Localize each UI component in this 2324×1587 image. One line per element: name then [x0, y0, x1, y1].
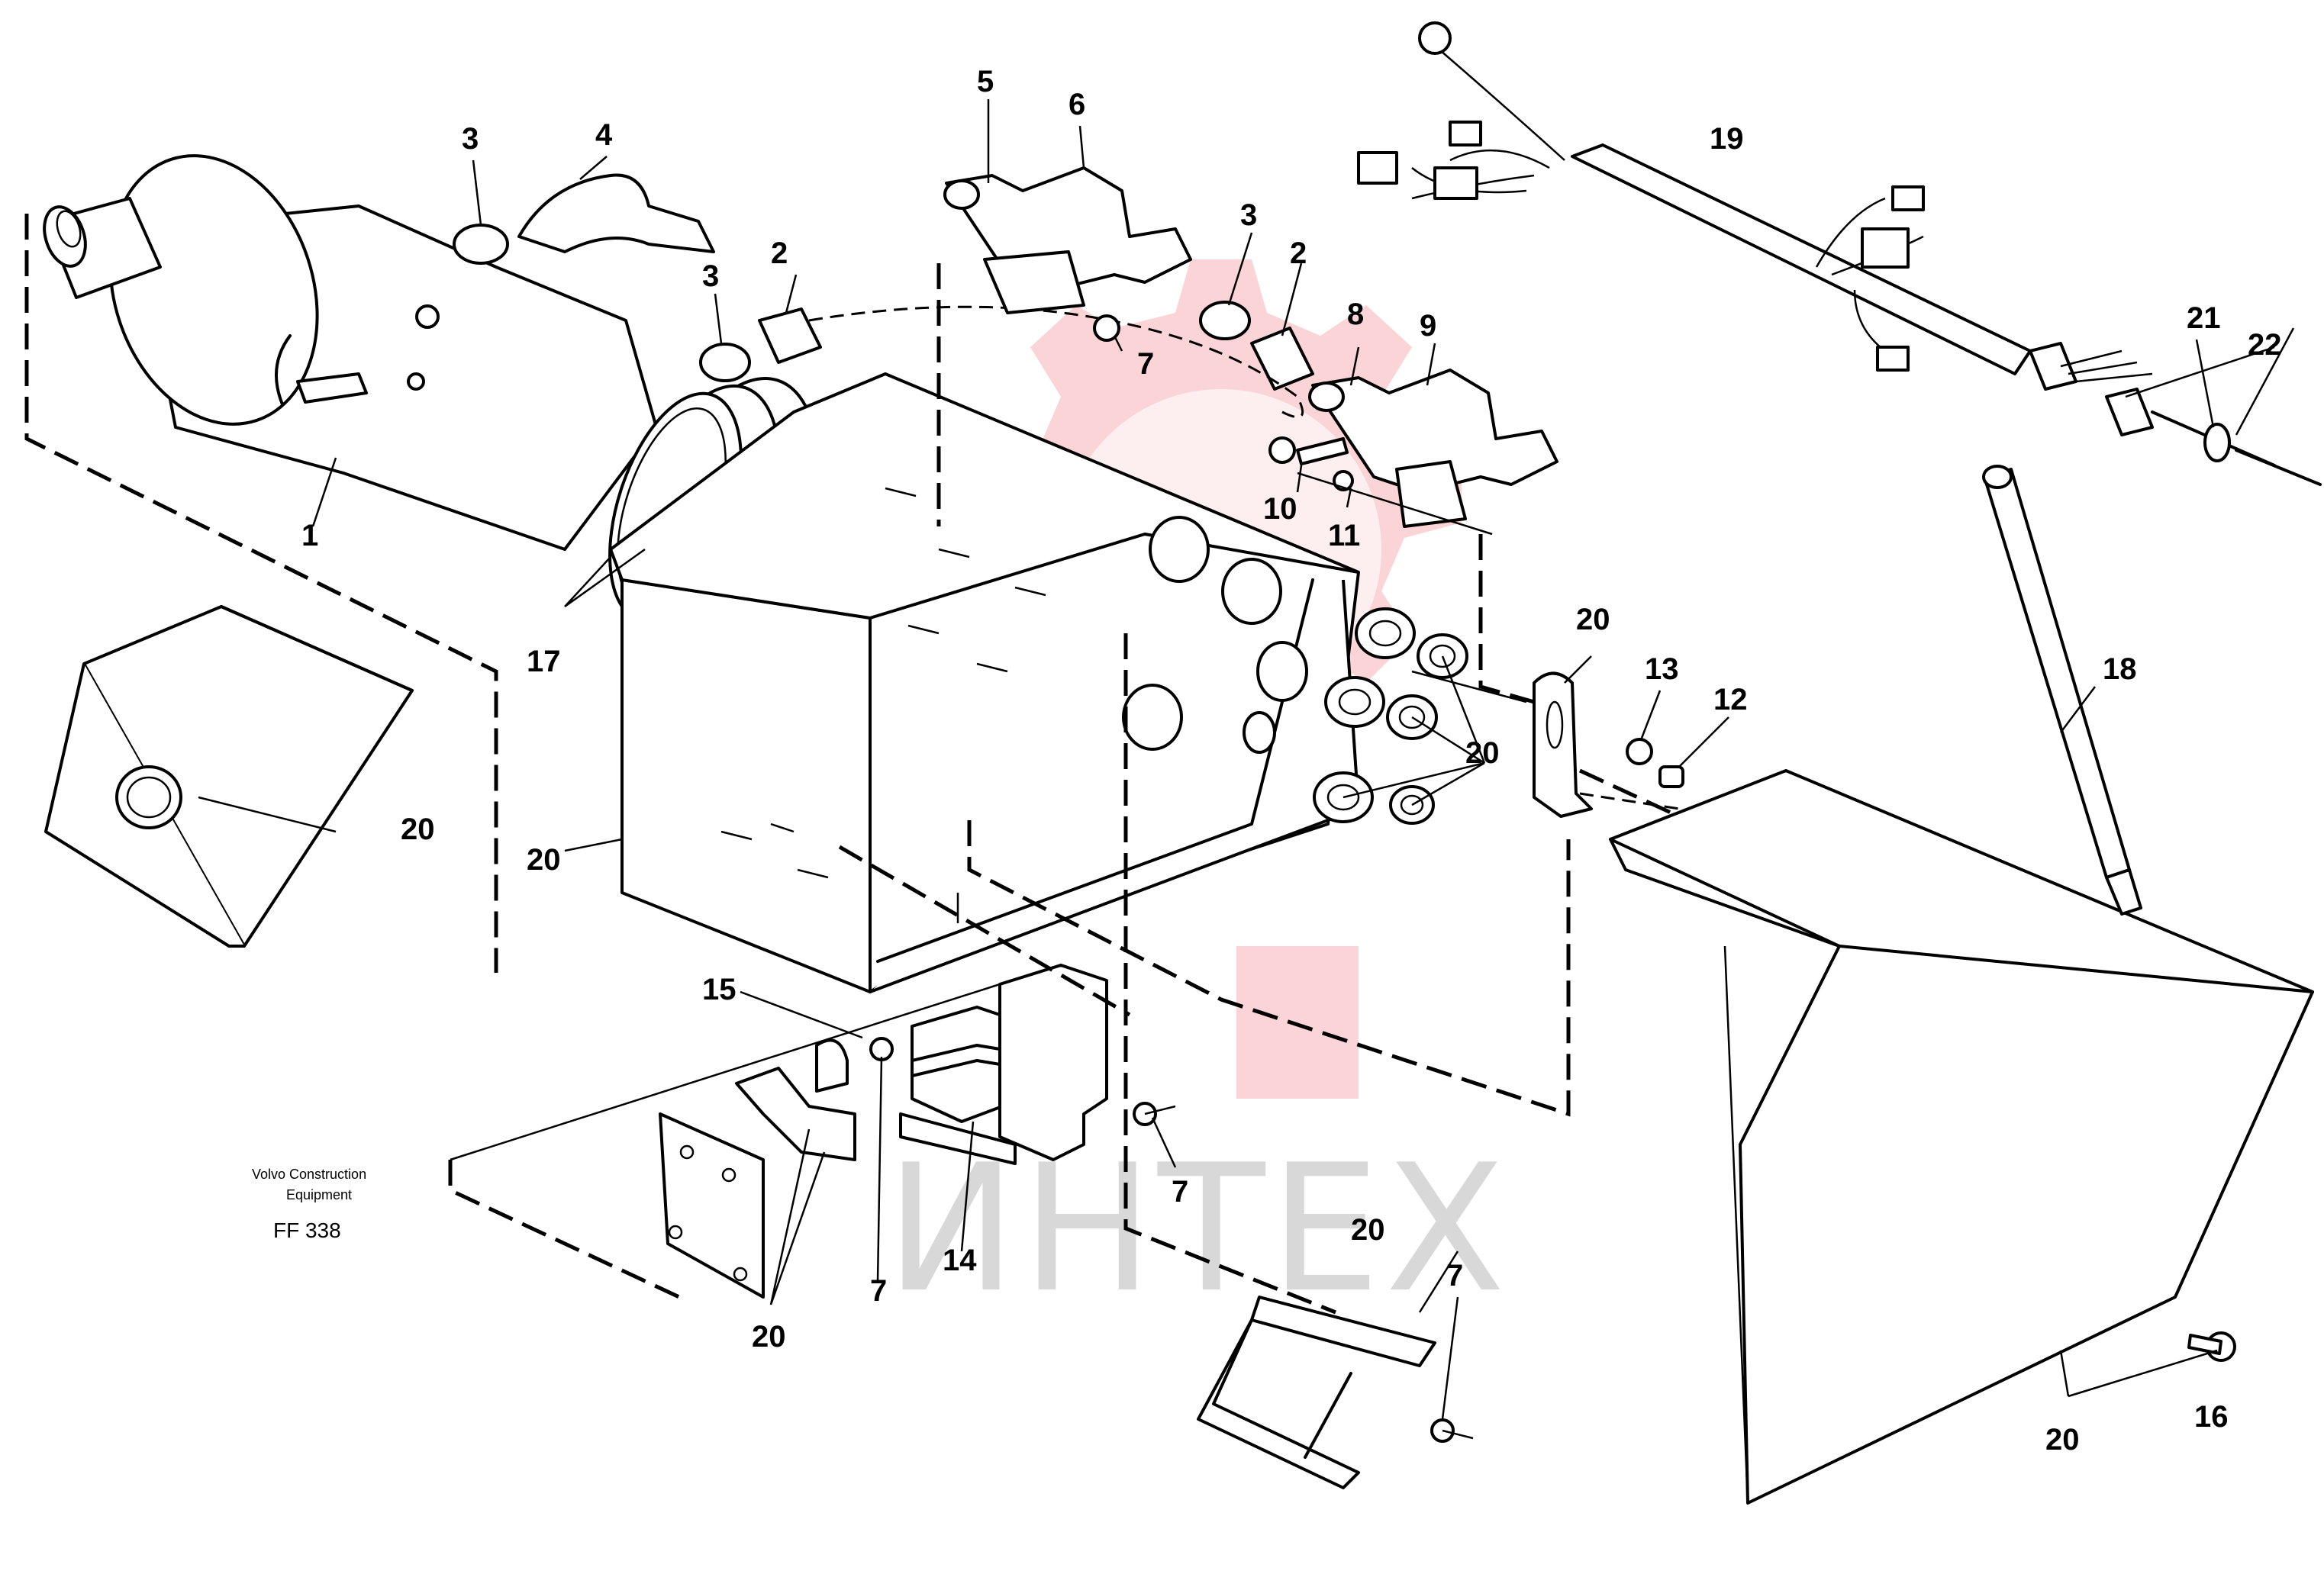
- label-7a: 7: [1137, 347, 1154, 381]
- callout-labels: 1 2 2 3 3 3 4 5 6 7 7 7 7 8 9 10 11 12 1…: [301, 65, 2282, 1457]
- label-20g: 20: [2045, 1423, 2080, 1457]
- valve-assembly-9: [1308, 369, 1558, 528]
- label-11: 11: [1328, 519, 1360, 552]
- label-7b: 7: [1172, 1175, 1188, 1209]
- label-22: 22: [2248, 328, 2282, 362]
- label-5: 5: [977, 65, 994, 98]
- label-12: 12: [1713, 683, 1748, 716]
- hose-2: [758, 307, 1314, 391]
- label-13: 13: [1645, 652, 1679, 686]
- label-18: 18: [2103, 652, 2137, 686]
- label-20f: 20: [1351, 1213, 1385, 1247]
- label-4: 4: [595, 118, 613, 152]
- label-8: 8: [1347, 298, 1364, 331]
- wiring-harness: [1357, 21, 2322, 486]
- hose-4: [517, 173, 715, 253]
- label-3a: 3: [462, 122, 479, 156]
- assembly-lines: [24, 214, 1681, 1440]
- bracket-slotted: [1533, 671, 1593, 818]
- right-cover: [1609, 769, 2314, 1505]
- relay-unit: [899, 964, 1108, 1165]
- mounting-plate: [659, 1038, 856, 1299]
- label-20b: 20: [527, 843, 561, 877]
- label-9: 9: [1420, 309, 1436, 343]
- label-20a: 20: [401, 813, 435, 846]
- label-14: 14: [943, 1244, 977, 1277]
- label-3c: 3: [1240, 198, 1257, 232]
- valve-assembly-6: [943, 166, 1192, 314]
- caption-line-1: Volvo Construction: [252, 1167, 366, 1182]
- label-21: 21: [2187, 301, 2221, 335]
- label-20e: 20: [752, 1320, 786, 1354]
- label-7d: 7: [1446, 1259, 1463, 1292]
- label-20d: 20: [1465, 736, 1500, 770]
- label-1: 1: [301, 519, 318, 552]
- caption-line-2: Equipment: [286, 1187, 352, 1202]
- hose-route-line: [808, 305, 1304, 419]
- label-15: 15: [702, 973, 737, 1006]
- label-7c: 7: [870, 1274, 887, 1308]
- label-10: 10: [1263, 492, 1297, 526]
- label-19: 19: [1710, 122, 1744, 156]
- label-6: 6: [1069, 88, 1085, 121]
- label-2b: 2: [1290, 237, 1307, 270]
- label-2a: 2: [771, 237, 788, 270]
- leader-lines: [198, 99, 2295, 1504]
- small-hardware: [869, 314, 2236, 1443]
- caption-code: FF 338: [273, 1218, 341, 1242]
- label-20c: 20: [1576, 603, 1610, 636]
- hanger-bracket: [1197, 1296, 1436, 1489]
- heater-housing: [609, 372, 1360, 993]
- label-16: 16: [2194, 1400, 2229, 1434]
- watermark-text: ИНТЕХ: [885, 1128, 1510, 1331]
- label-17: 17: [527, 645, 561, 678]
- heater-unit: [43, 154, 658, 551]
- manufacturer-caption: Volvo Construction Equipment FF 338: [252, 1167, 366, 1242]
- gas-strut: [1982, 465, 2142, 916]
- label-3b: 3: [702, 259, 719, 293]
- hose-clamps-3: [453, 224, 1251, 382]
- left-cover: [44, 605, 414, 948]
